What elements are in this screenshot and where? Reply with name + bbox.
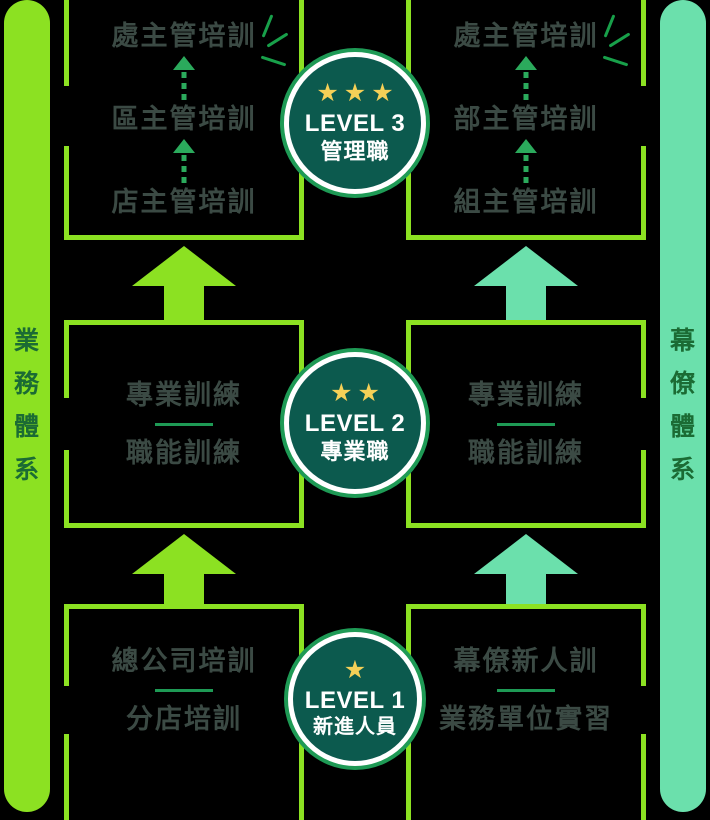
divider-line — [155, 422, 213, 426]
box-ml-content: 專業訓練 職能訓練 — [64, 320, 304, 528]
box-top-left: 處主管培訓 區主管培訓 店主管培訓 — [64, 0, 304, 240]
rail-left-char-3: 體 — [13, 413, 40, 441]
rail-right-char-2: 僚 — [669, 370, 696, 398]
box-tl-edge-left-upper — [64, 0, 69, 86]
badge-level-3[interactable]: ★ ★ ★ LEVEL 3 管理職 — [284, 52, 426, 194]
dashed-up-arrow-icon — [171, 55, 197, 100]
box-tr-edge-right-upper — [641, 0, 646, 86]
box-mr-edge-top — [406, 320, 646, 325]
box-tl-content: 處主管培訓 區主管培訓 店主管培訓 — [64, 0, 304, 240]
box-br-edge-top — [406, 604, 646, 609]
box-tr-edge-bottom — [406, 235, 646, 240]
box-br-content: 幕僚新人訓 業務單位實習 — [406, 604, 646, 820]
badge-level-1[interactable]: ★ LEVEL 1 新進人員 — [288, 632, 422, 766]
progression-arrow-right-upper — [474, 246, 578, 320]
box-mid-right: 專業訓練 職能訓練 — [406, 320, 646, 528]
badge-level-3-stars: ★ ★ ★ — [316, 78, 394, 107]
box-ml-edge-bottom — [64, 523, 304, 528]
box-ml-edge-top — [64, 320, 304, 325]
badge-level-2-level: LEVEL 2 — [304, 409, 406, 437]
progression-arrow-left-lower — [132, 534, 236, 608]
box-bl-item-1: 總公司培訓 — [111, 646, 257, 676]
box-ml-item-1: 專業訓練 — [126, 379, 242, 410]
star-icon: ★ — [357, 378, 380, 407]
rail-left-label: 業 務 體 系 — [14, 329, 40, 483]
rail-right-char-4: 系 — [669, 456, 696, 484]
rail-right-char-3: 體 — [669, 413, 696, 441]
box-tr-item-1: 處主管培訓 — [453, 20, 599, 51]
divider-line — [497, 422, 555, 426]
rail-right-char-1: 幕 — [669, 327, 696, 355]
badge-level-3-subtitle: 管理職 — [320, 138, 390, 164]
box-tl-edge-left-lower — [64, 146, 69, 240]
star-icon: ★ — [343, 656, 367, 685]
star-icon: ★ — [343, 78, 367, 107]
dashed-up-arrow-icon — [513, 138, 539, 183]
box-tr-edge-right-lower — [641, 146, 646, 240]
rail-staff-system: 幕 僚 體 系 — [660, 0, 706, 812]
divider-line — [155, 689, 213, 692]
box-bl-edge-top — [64, 604, 304, 609]
box-mr-item-2: 職能訓練 — [468, 437, 584, 468]
box-mr-content: 專業訓練 職能訓練 — [406, 320, 646, 528]
box-mr-edge-right-lower — [641, 450, 646, 528]
box-mr-edge-bottom — [406, 523, 646, 528]
rail-left-char-4: 系 — [13, 456, 40, 484]
badge-level-1-stars: ★ — [344, 658, 366, 683]
progression-arrow-right-lower — [474, 534, 578, 608]
box-tl-item-3: 店主管培訓 — [111, 186, 257, 217]
box-bl-content: 總公司培訓 分店培訓 — [64, 604, 304, 820]
box-br-item-2: 業務單位實習 — [439, 704, 613, 734]
box-mid-left: 專業訓練 職能訓練 — [64, 320, 304, 528]
rail-business-system: 業 務 體 系 — [4, 0, 50, 812]
box-br-edge-right-upper — [641, 604, 646, 686]
badge-level-1-level: LEVEL 1 — [304, 687, 406, 715]
box-tr-content: 處主管培訓 部主管培訓 組主管培訓 — [406, 0, 646, 240]
star-icon: ★ — [330, 378, 353, 407]
box-br-edge-right-lower — [641, 734, 646, 820]
box-bottom-right: 幕僚新人訓 業務單位實習 — [406, 604, 646, 820]
badge-level-2-stars: ★ ★ — [330, 378, 380, 407]
box-tl-item-2: 區主管培訓 — [111, 103, 257, 134]
box-tr-item-3: 組主管培訓 — [453, 186, 599, 217]
box-ml-edge-left-lower — [64, 450, 69, 528]
sparkle-icon-left — [250, 14, 304, 67]
box-tl-item-1: 處主管培訓 — [111, 20, 257, 51]
divider-line — [497, 689, 555, 692]
box-ml-edge-left-upper — [64, 320, 69, 398]
dashed-up-arrow-icon — [513, 55, 539, 100]
dashed-up-arrow-icon — [171, 138, 197, 183]
progression-arrow-left-upper — [132, 246, 236, 320]
star-icon: ★ — [316, 78, 339, 107]
star-icon: ★ — [371, 78, 394, 107]
badge-level-3-level: LEVEL 3 — [304, 109, 406, 137]
box-bl-edge-left-upper — [64, 604, 69, 686]
box-tr-item-2: 部主管培訓 — [453, 103, 599, 134]
rail-right-background — [660, 0, 706, 812]
box-bl-item-2: 分店培訓 — [126, 704, 242, 734]
box-mr-item-1: 專業訓練 — [468, 379, 584, 410]
rail-left-background — [4, 0, 50, 812]
box-br-item-1: 幕僚新人訓 — [453, 646, 599, 676]
box-bottom-left: 總公司培訓 分店培訓 — [64, 604, 304, 820]
badge-level-2-subtitle: 專業職 — [320, 438, 390, 464]
rail-right-label: 幕 僚 體 系 — [670, 329, 696, 483]
rail-left-char-2: 務 — [13, 370, 40, 398]
box-tl-edge-bottom — [64, 235, 304, 240]
rail-left-char-1: 業 — [13, 327, 40, 355]
box-ml-item-2: 職能訓練 — [126, 437, 242, 468]
badge-level-1-subtitle: 新進人員 — [313, 715, 397, 738]
sparkle-icon-right — [592, 14, 646, 67]
box-mr-edge-right-upper — [641, 320, 646, 398]
box-top-right: 處主管培訓 部主管培訓 組主管培訓 — [406, 0, 646, 240]
badge-level-2[interactable]: ★ ★ LEVEL 2 專業職 — [284, 352, 426, 494]
box-bl-edge-left-lower — [64, 734, 69, 820]
